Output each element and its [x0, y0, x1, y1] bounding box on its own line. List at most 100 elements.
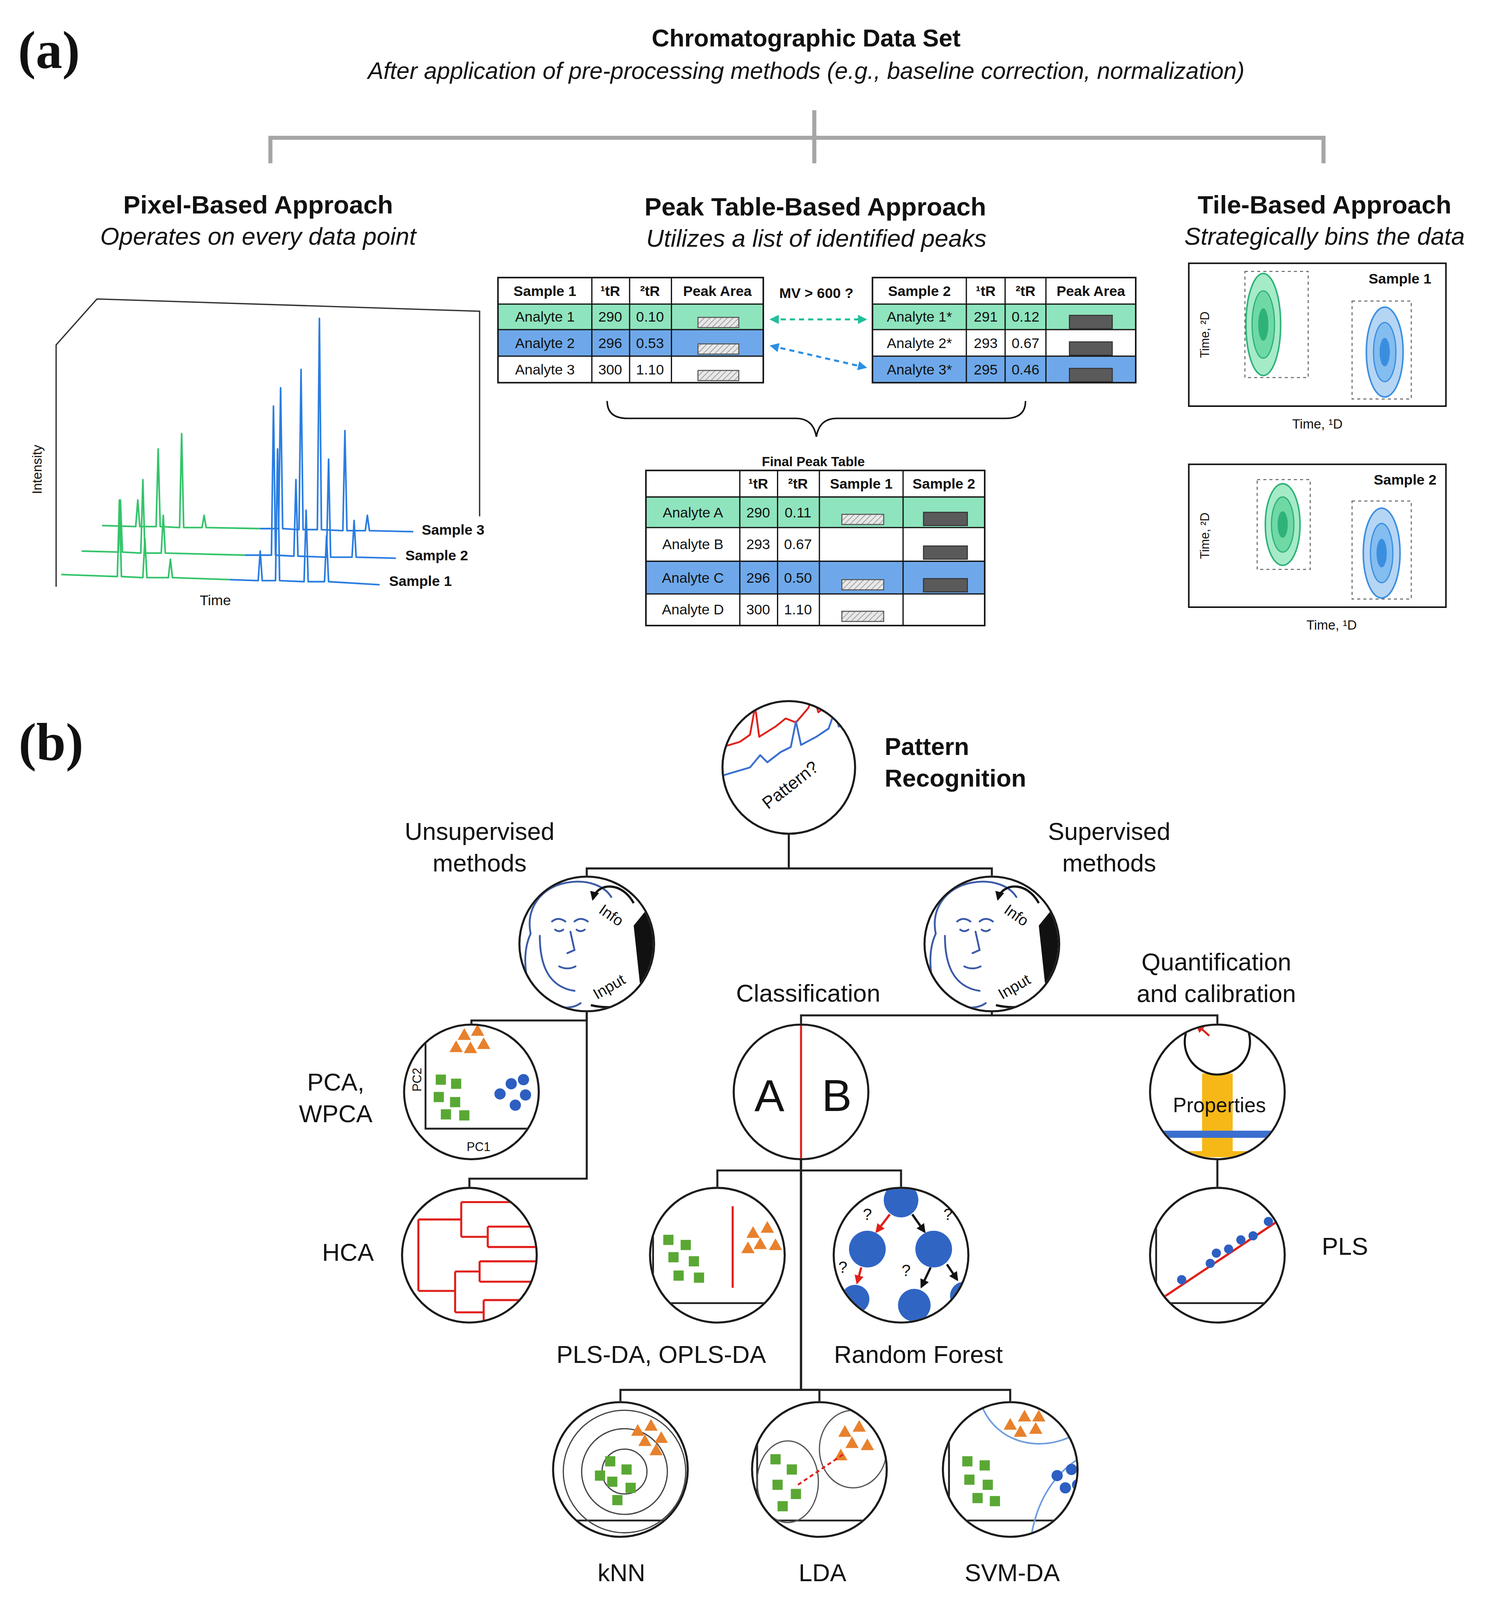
text-holder: Sample 3	[421, 520, 485, 539]
node-heading: PCA, WPCA	[279, 1066, 392, 1130]
tile-panel-part	[1379, 337, 1390, 367]
table-cell: Analyte C	[661, 569, 725, 587]
peak-table-part	[698, 317, 739, 328]
tile-panel-part	[1366, 307, 1404, 397]
text-holder: Pattern?	[758, 757, 823, 815]
table-cell: 0.46	[1011, 361, 1040, 379]
decision-tree-part	[828, 1308, 850, 1329]
text-holder: Peak Area	[1056, 281, 1125, 300]
table-header: ²tR	[639, 282, 660, 300]
score-plot-part	[505, 1078, 518, 1090]
tree-connector	[717, 1160, 801, 1187]
svm-plot-part	[979, 1400, 1084, 1444]
approach-title: Tile-Based Approach	[1197, 188, 1452, 220]
table-header: Sample 1	[513, 282, 577, 300]
axis-label: Time, ²D	[1197, 311, 1213, 359]
table-header: Sample 2	[912, 475, 976, 493]
discriminant-plot-part	[680, 1239, 691, 1250]
text-holder: Sample 1	[1368, 269, 1432, 288]
text-holder: Time, ¹D	[1292, 414, 1343, 433]
text-holder: Analyte B	[662, 534, 724, 554]
top-bracket	[270, 110, 1324, 163]
tile-panel-part	[1370, 523, 1393, 583]
table-cell: 1.10	[635, 361, 664, 379]
knn-plot-part	[594, 1470, 605, 1481]
score-plot-part	[517, 1074, 530, 1086]
score-plot-part	[509, 1099, 522, 1111]
tile-panel-part	[1188, 263, 1446, 407]
score-plot-part	[459, 1110, 470, 1121]
decision-tree-part	[876, 1214, 890, 1232]
final-peak-table-part	[923, 512, 968, 526]
trace-label: Sample 1	[388, 572, 452, 590]
text-holder: 293	[973, 333, 998, 353]
lda-plot-part	[798, 1452, 846, 1485]
node-heading: PLS	[1321, 1232, 1369, 1262]
score-plot-part	[425, 1025, 547, 1129]
table-header: ²tR	[1015, 282, 1036, 300]
score-plot	[425, 1024, 547, 1129]
text-holder: Sample 1	[388, 571, 452, 590]
pixel-chart-part-part	[102, 433, 261, 529]
regression-plot-part	[1263, 1216, 1274, 1226]
knn-plot-part	[551, 1519, 694, 1522]
node-heading: LDA	[798, 1558, 847, 1588]
svm-plot-part	[964, 1474, 975, 1485]
text-holder: Properties	[1173, 1092, 1266, 1118]
lda-plot-part	[860, 1438, 874, 1450]
text-holder: Sample 2	[405, 545, 469, 565]
axis-label: Time, ¹D	[1306, 617, 1357, 634]
table-cell: 290	[598, 307, 623, 326]
text-holder: Random Forest	[833, 1340, 1003, 1370]
peak-table-part	[497, 303, 763, 330]
method-circle: Random Forest????	[832, 1186, 970, 1324]
discriminant-plot-part	[741, 1241, 755, 1254]
decision-tree-part	[857, 1267, 862, 1283]
text-holder: ¹tR	[748, 474, 769, 493]
method-circle: Quantification and calibrationProperties	[1148, 1023, 1286, 1161]
final-peak-table-part	[841, 579, 884, 590]
text-holder: Final Peak Table	[761, 452, 865, 471]
knn-plot-part	[644, 1418, 658, 1431]
text-holder: 0.10	[635, 307, 664, 326]
text-holder: Analyte A	[662, 503, 724, 522]
svm-plot-part	[1065, 1463, 1077, 1475]
text-holder: Sample 1	[513, 281, 577, 300]
svm-plot-part	[979, 1460, 990, 1471]
text-holder: Analyte 3*	[886, 360, 952, 379]
table-cell: 293	[973, 334, 998, 353]
method-circle: PLS-DA, OPLS-DA	[649, 1186, 786, 1324]
regression-plot	[1156, 1193, 1291, 1304]
text-holder: Supervised methods	[1017, 814, 1202, 879]
discriminant-plot-part	[663, 1234, 674, 1245]
knn-plot-part	[654, 1431, 669, 1443]
decision-tree-part	[849, 1230, 886, 1268]
tile-panel-part	[1373, 322, 1397, 382]
text-holder: Sample 1	[829, 474, 893, 493]
score-plot-part	[450, 1096, 461, 1107]
tile-panel-part	[1277, 511, 1288, 538]
knn-plot-part	[605, 1456, 616, 1467]
method-circle: Pattern?Pattern Recognition	[721, 700, 856, 835]
table-cell: Analyte 2	[515, 334, 575, 353]
table-header: ¹tR	[600, 282, 621, 300]
pixel-chart-part-part	[245, 406, 397, 559]
pixel-chart-part	[61, 318, 414, 585]
text-holder: Peak Table-Based Approach	[644, 190, 986, 222]
text-holder: ?	[838, 1257, 848, 1278]
text-holder: Input	[994, 970, 1034, 1004]
dendrogram	[418, 1202, 536, 1325]
decision-tree-part	[915, 1230, 953, 1268]
text-holder: Chromatographic Data Set	[651, 24, 961, 54]
score-plot-part	[435, 1074, 446, 1085]
text-holder: 300	[598, 360, 623, 379]
score-plot-part	[463, 1041, 477, 1053]
text-holder: ¹tR	[975, 281, 996, 300]
tree-connector	[800, 1012, 992, 1024]
merge-brace	[607, 400, 1026, 437]
calibration-icon-part	[1183, 1150, 1252, 1157]
svm-plot-part	[1018, 1409, 1032, 1422]
text-holder: Analyte D	[661, 599, 725, 619]
regression-plot-part	[1177, 1275, 1187, 1285]
tree-connector	[586, 834, 789, 876]
